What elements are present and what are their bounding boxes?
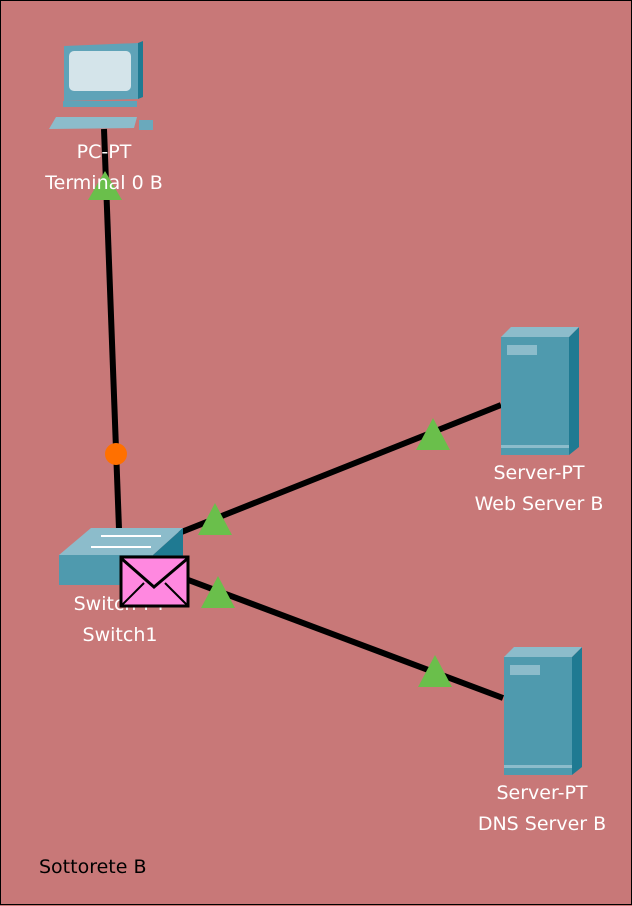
link-up-indicator [418,655,452,687]
link-up-indicator [198,503,232,535]
switch-icon[interactable] [59,528,183,585]
device-label-switch: Switch-PT Switch1 [74,589,167,651]
device-label-pc: PC-PT Terminal 0 B [45,137,163,199]
link-switch-web[interactable] [177,402,503,536]
link-up-indicator [88,171,122,200]
device-name: Web Server B [474,493,604,515]
device-name: DNS Server B [477,813,607,835]
link-up-indicator [201,576,235,608]
link-pending-indicator [105,443,127,465]
device-name: Terminal 0 B [45,172,163,194]
server-icon[interactable] [504,647,582,775]
link-up-indicator [416,418,450,450]
pc-icon[interactable] [49,41,153,130]
link-switch-dns[interactable] [181,575,505,701]
device-model: Switch-PT [73,593,167,615]
device-model: PC-PT [76,141,132,163]
device-label-dns-server: Server-PT DNS Server B [478,778,606,840]
subnet-area-label: Sottorete B [39,856,147,878]
device-model: Server-PT [496,782,588,804]
server-icon[interactable] [501,327,579,455]
device-label-web-server: Server-PT Web Server B [475,458,604,520]
device-model: Server-PT [493,462,585,484]
device-name: Switch1 [82,624,158,646]
